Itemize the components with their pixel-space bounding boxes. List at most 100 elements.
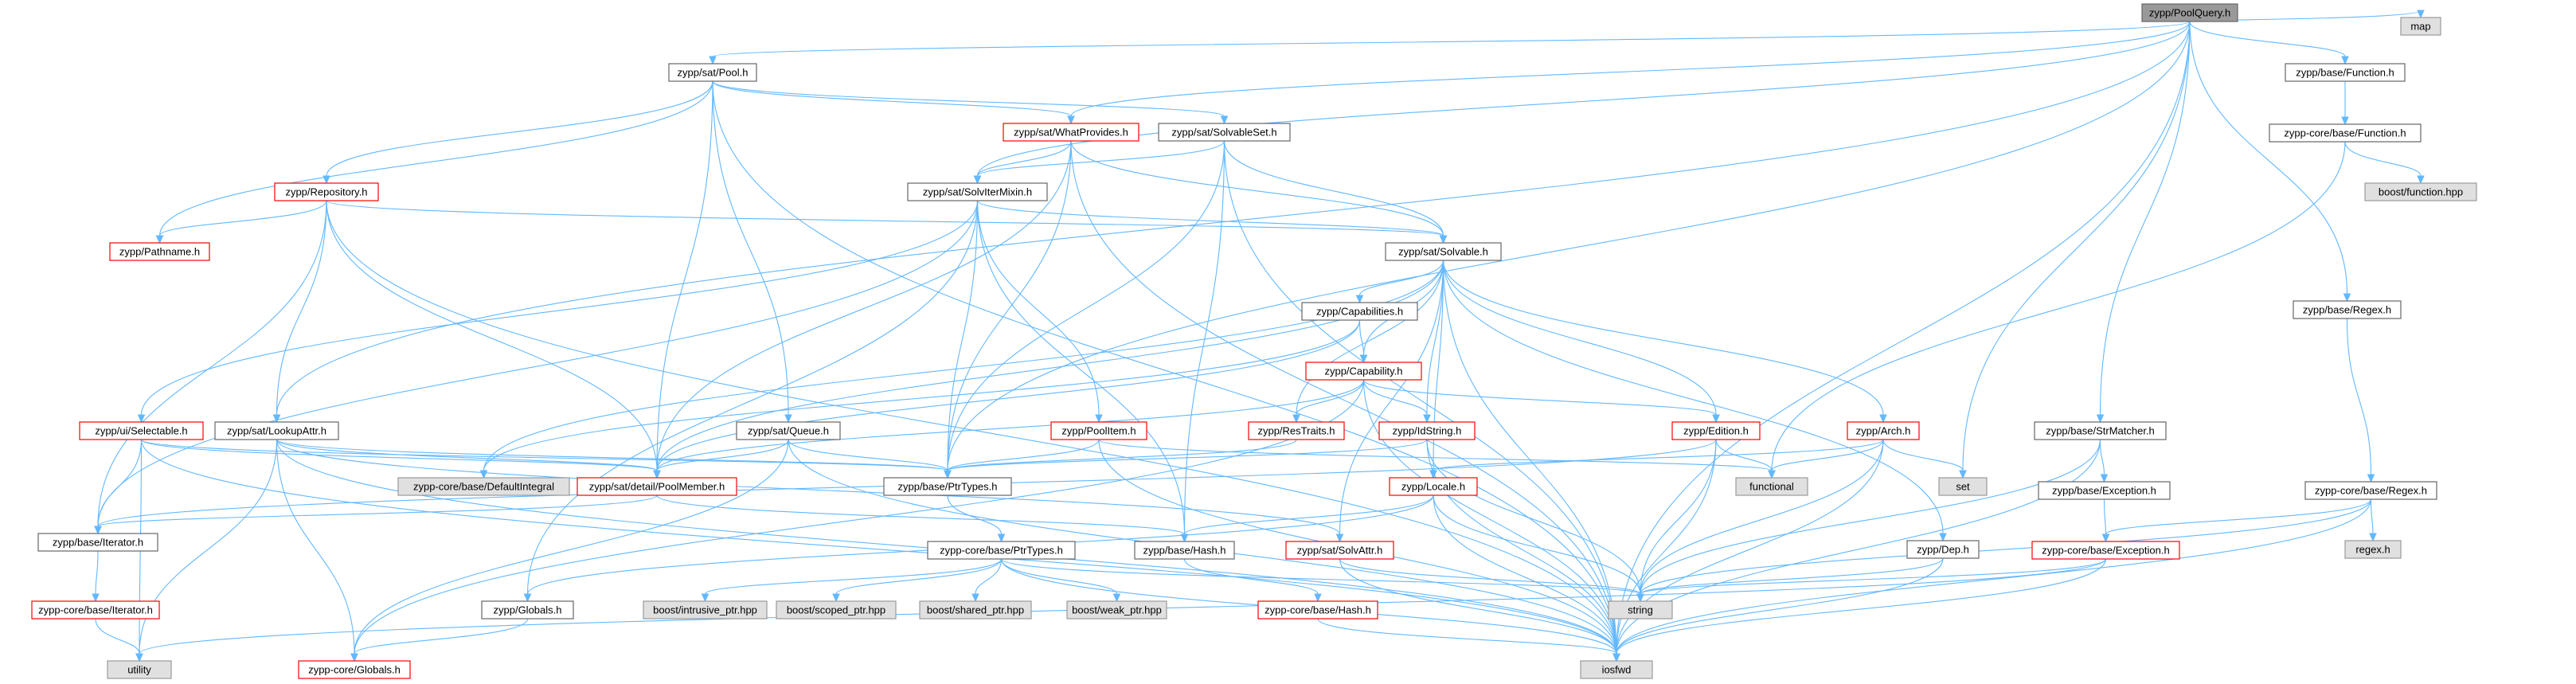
node-box [2400, 17, 2441, 36]
node-zypp-base-ptrtypes-h[interactable]: zypp/base/PtrTypes.h [883, 477, 1012, 496]
node-zypp-base-hash-h[interactable]: zypp/base/Hash.h [1134, 541, 1235, 560]
node-label: zypp/Globals.h [494, 604, 562, 616]
node-zypp-poolquery-h[interactable]: zypp/PoolQuery.h [2141, 3, 2238, 22]
node-zypp-dep-h[interactable]: zypp/Dep.h [1906, 540, 1980, 559]
node-regex-h: regex.h [2344, 540, 2402, 559]
node-box [31, 600, 160, 620]
node-box [1906, 540, 1980, 559]
node-zypp-core-globals-h[interactable]: zypp-core/Globals.h [298, 660, 411, 679]
node-label: boost/intrusive_ptr.hpp [653, 604, 757, 616]
node-zypp-sat-queue-h[interactable]: zypp/sat/Queue.h [736, 421, 841, 440]
node-zypp-core-base-iterator-h[interactable]: zypp-core/base/Iterator.h [31, 600, 160, 620]
node-zypp-core-base-function-h[interactable]: zypp-core/base/Function.h [2269, 123, 2422, 143]
node-zypp-sat-pool-h[interactable]: zypp/sat/Pool.h [668, 63, 757, 82]
node-map: map [2400, 17, 2441, 36]
node-box [2038, 481, 2171, 500]
edge-capability-to-res-traits [1292, 379, 1365, 424]
node-zypp-capabilities-h[interactable]: zypp/Capabilities.h [1301, 302, 1418, 321]
edge-repository-to-pathname [155, 200, 327, 244]
node-box [907, 182, 1048, 201]
node-zypp-base-iterator-h[interactable]: zypp/base/Iterator.h [37, 533, 158, 552]
edge-solv-iter-mixin-to-sat-solvable [976, 200, 1448, 244]
node-label: zypp-core/base/Hash.h [1265, 604, 1371, 616]
node-label: boost/function.hpp [2379, 186, 2463, 197]
node-zypp-sat-solvable-h[interactable]: zypp/sat/Solvable.h [1385, 242, 1502, 261]
edge-core-regex-to-regex-h [2369, 498, 2377, 542]
node-label: zypp-core/base/DefaultIntegral [413, 480, 554, 492]
node-zypp-capability-h[interactable]: zypp/Capability.h [1305, 362, 1422, 381]
edge-sat-pool-to-sat-queue [712, 80, 792, 424]
edge-edition-to-functional [1715, 439, 1776, 479]
node-zypp-sat-detail-poolmember-h[interactable]: zypp/sat/detail/PoolMember.h [577, 477, 737, 496]
node-box [1608, 600, 1673, 620]
node-label: boost/scoped_ptr.hpp [787, 604, 885, 616]
edge-base-exception-to-core-exception [2101, 498, 2110, 543]
node-zypp-ui-selectable-h[interactable]: zypp/ui/Selectable.h [79, 421, 204, 440]
node-box [1050, 421, 1147, 440]
node-box [1257, 600, 1378, 620]
node-zypp-poolitem-h[interactable]: zypp/PoolItem.h [1050, 421, 1147, 440]
node-box [481, 600, 574, 620]
node-label: string [1628, 604, 1653, 616]
node-zypp-core-base-exception-h[interactable]: zypp-core/base/Exception.h [2031, 541, 2180, 560]
node-zypp-sat-solvitermixin-h[interactable]: zypp/sat/SolvIterMixin.h [907, 182, 1048, 201]
node-zypp-pathname-h[interactable]: zypp/Pathname.h [109, 242, 210, 261]
node-label: zypp-core/base/Exception.h [2042, 544, 2169, 556]
edge-base-function-to-core-function [2341, 80, 2349, 126]
node-zypp-sat-lookupattr-h[interactable]: zypp/sat/LookupAttr.h [214, 421, 339, 440]
node-zypp-idstring-h[interactable]: zypp/IdString.h [1378, 421, 1476, 440]
edge-repository-to-sat-solvable [326, 200, 1448, 244]
node-zypp-base-strmatcher-h[interactable]: zypp/base/StrMatcher.h [2034, 421, 2167, 440]
node-set: set [1938, 477, 1988, 496]
node-zypp-globals-h[interactable]: zypp/Globals.h [481, 600, 574, 620]
node-label: zypp/Capability.h [1324, 365, 1402, 377]
node-label: boost/shared_ptr.hpp [927, 604, 1024, 616]
node-box [214, 421, 339, 440]
node-zypp-sat-solvableset-h[interactable]: zypp/sat/SolvableSet.h [1158, 123, 1291, 142]
node-zypp-sat-whatprovides-h[interactable]: zypp/sat/WhatProvides.h [1003, 123, 1139, 142]
node-label: zypp-core/base/PtrTypes.h [940, 544, 1063, 556]
edge-str-matcher-to-iosfwd [1612, 439, 2101, 663]
node-label: zypp/sat/WhatProvides.h [1014, 126, 1128, 138]
node-label: zypp/PoolItem.h [1061, 424, 1136, 436]
edge-core-regex-to-iosfwd [1612, 498, 2372, 663]
edge-core-exception-to-string [1636, 558, 2107, 603]
node-label: zypp/sat/Queue.h [748, 424, 829, 436]
edge-pool-query-to-str-matcher [2096, 21, 2191, 424]
node-zypp-core-base-ptrtypes-h[interactable]: zypp-core/base/PtrTypes.h [927, 541, 1076, 560]
node-box [2269, 123, 2422, 143]
edge-capability-to-id-string [1362, 379, 1431, 424]
node-zypp-edition-h[interactable]: zypp/Edition.h [1671, 421, 1761, 440]
edge-base-iterator-to-core-iterator [92, 550, 100, 603]
node-box [1938, 477, 1988, 496]
edge-lookup-attr-to-solv-attr [276, 439, 1344, 543]
node-zypp-locale-h[interactable]: zypp/Locale.h [1389, 477, 1478, 496]
node-zypp-core-base-hash-h[interactable]: zypp-core/base/Hash.h [1257, 600, 1378, 620]
node-label: zypp/sat/LookupAttr.h [227, 424, 326, 436]
node-zypp-sat-solvattr-h[interactable]: zypp/sat/SolvAttr.h [1285, 541, 1394, 560]
edge-dep-to-iosfwd [1612, 557, 1944, 663]
edges-layer [92, 10, 2425, 663]
node-zypp-repository-h[interactable]: zypp/Repository.h [274, 182, 379, 201]
edge-sat-solvable-to-default-integral [479, 260, 1444, 479]
node-box [1847, 421, 1920, 440]
node-label: zypp/base/Hash.h [1143, 544, 1225, 556]
node-boost-scoped-ptr-hpp: boost/scoped_ptr.hpp [776, 600, 897, 620]
node-zypp-base-regex-h[interactable]: zypp/base/Regex.h [2293, 300, 2402, 319]
node-string: string [1608, 600, 1673, 620]
edge-pool-member-to-base-iterator [94, 494, 658, 535]
node-box [1305, 362, 1422, 381]
node-box [1671, 421, 1761, 440]
node-zypp-arch-h[interactable]: zypp/Arch.h [1847, 421, 1920, 440]
edge-solv-iter-mixin-to-globals [523, 200, 979, 603]
node-zypp-base-function-h[interactable]: zypp/base/Function.h [2285, 63, 2406, 82]
edge-pool-query-to-set [1959, 21, 2191, 479]
node-zypp-restraits-h[interactable]: zypp/ResTraits.h [1248, 421, 1345, 440]
node-zypp-core-base-regex-h[interactable]: zypp-core/base/Regex.h [2304, 481, 2437, 500]
edge-solv-iter-mixin-to-ui-selectable [137, 200, 979, 424]
node-label: zypp/base/StrMatcher.h [2046, 424, 2155, 436]
node-zypp-base-exception-h[interactable]: zypp/base/Exception.h [2038, 481, 2171, 500]
edge-repository-to-pool-member [326, 200, 661, 479]
node-box [1301, 302, 1418, 321]
